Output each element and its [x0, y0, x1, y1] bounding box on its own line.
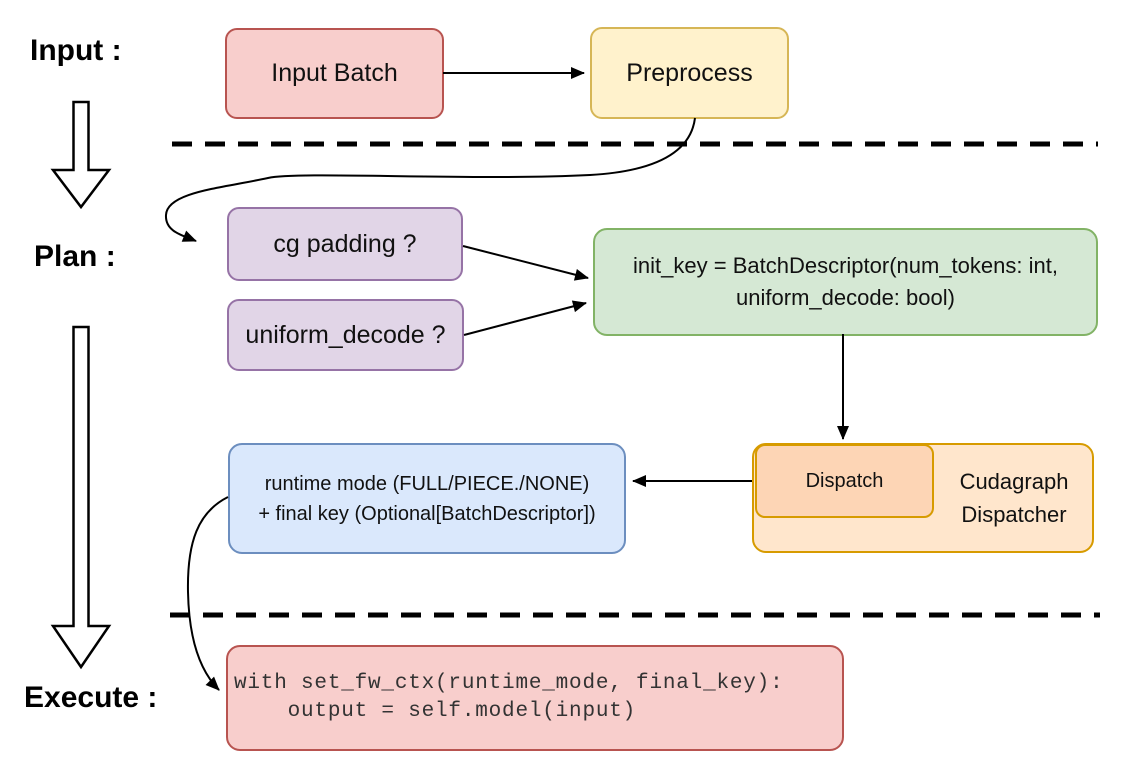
- cudagraph-dispatcher-label: Cudagraph Dispatcher: [959, 469, 1069, 527]
- node-runtime-mode: runtime mode (FULL/PIECE./NONE) + final …: [228, 443, 626, 554]
- edge-cg-padding-to-init-key: [462, 245, 589, 281]
- edge-uniform-decode-to-init-key: [463, 300, 587, 336]
- flow-down-arrow-input-to-plan: [50, 100, 112, 210]
- edge-runtime-mode-to-execute-code: [186, 496, 229, 691]
- node-cg-padding: cg padding ?: [227, 207, 463, 281]
- node-input-batch: Input Batch: [225, 28, 444, 119]
- node-dispatch: Dispatch: [755, 444, 934, 518]
- stage-label-input: Input :: [30, 34, 122, 67]
- node-init-key: init_key = BatchDescriptor(num_tokens: i…: [593, 228, 1098, 336]
- node-uniform-decode: uniform_decode ?: [227, 299, 464, 371]
- stage-label-plan: Plan :: [34, 240, 116, 273]
- stage-label-execute: Execute :: [24, 681, 158, 714]
- flow-down-arrow-plan-to-execute: [50, 325, 112, 670]
- node-preprocess: Preprocess: [590, 27, 789, 119]
- node-execute-code: with set_fw_ctx(runtime_mode, final_key)…: [226, 645, 844, 751]
